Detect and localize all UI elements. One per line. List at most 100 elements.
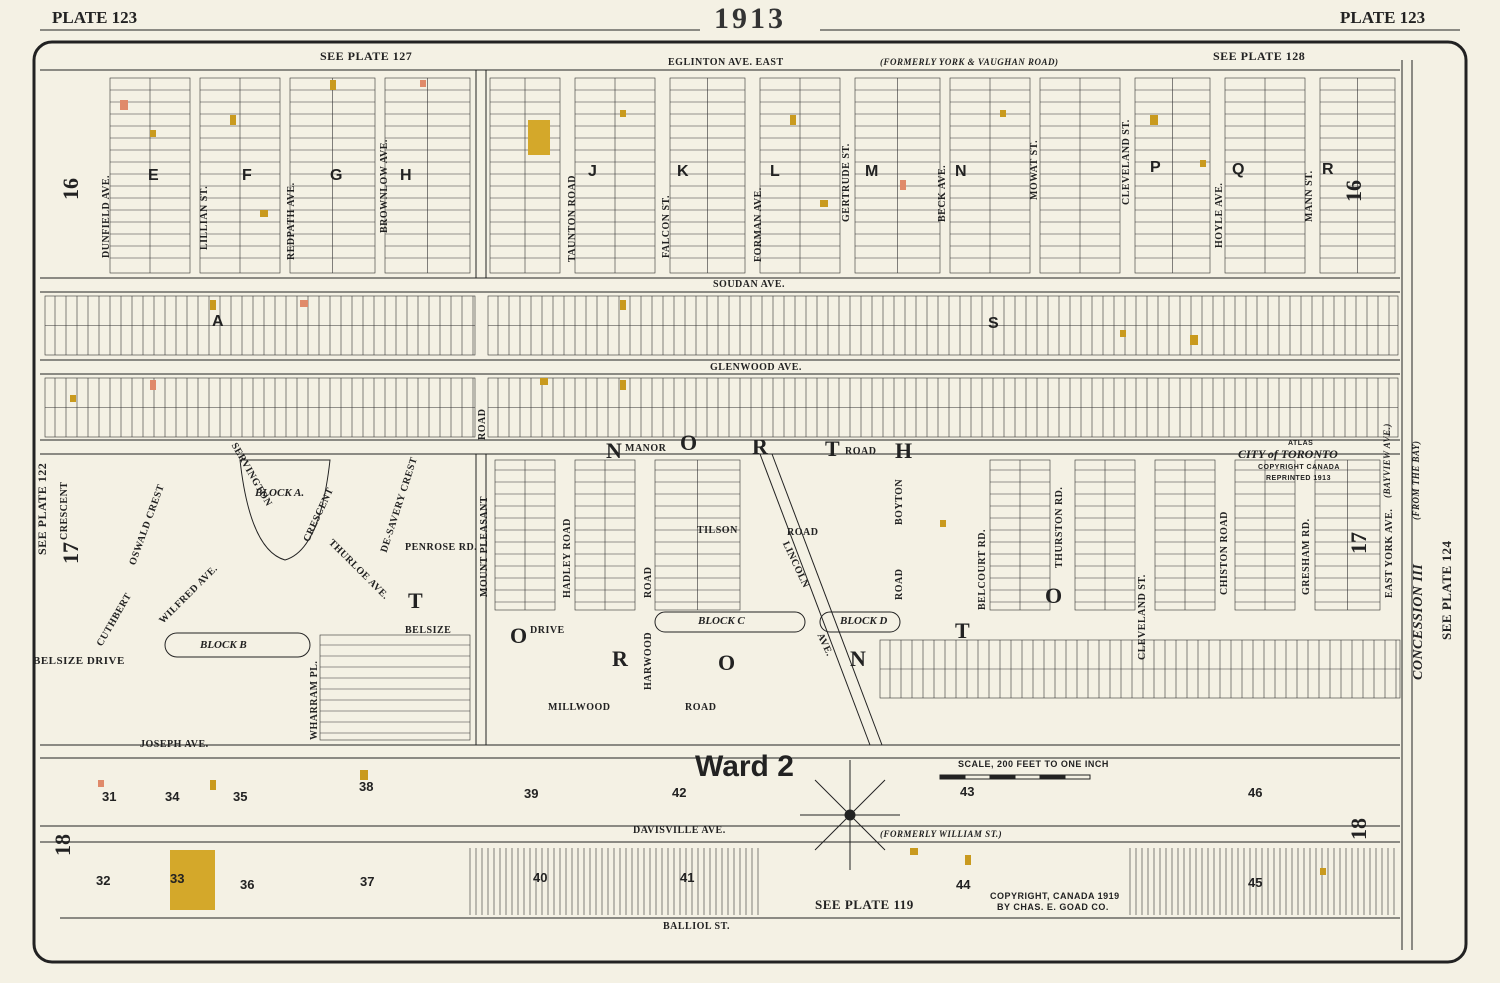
street-forman: FORMAN AVE. (753, 187, 764, 262)
street-boyton-road: ROAD (894, 568, 905, 600)
street-millwood-road: ROAD (685, 702, 717, 713)
corner-16-right: 16 (1341, 180, 1366, 202)
toronto-letter-r: R (612, 646, 630, 671)
street-hadley: HADLEY ROAD (562, 518, 573, 598)
see-plate-128[interactable]: SEE PLATE 128 (1213, 49, 1306, 63)
street-mowat: MOWAT ST. (1029, 139, 1040, 200)
north-letter-r: R (752, 434, 770, 459)
north-letter-t: T (825, 436, 842, 461)
block-number-37: 37 (360, 874, 375, 889)
toronto-letter-o2: O (718, 650, 738, 675)
block-number-36: 36 (240, 877, 255, 892)
street-tilson-road: ROAD (787, 527, 819, 538)
street-lillian: LILLIAN ST. (199, 185, 210, 250)
section-l: L (770, 163, 780, 180)
section-k: K (677, 163, 689, 180)
north-letter-n: N (606, 438, 624, 463)
street-cleveland-top: CLEVELAND ST. (1121, 119, 1132, 205)
map-border (32, 40, 1468, 964)
scale-bar (939, 774, 1091, 780)
block-number-46: 46 (1248, 785, 1263, 800)
block-a-label: BLOCK A. (255, 487, 305, 499)
street-belsize-drive: BELSIZE DRIVE (33, 655, 125, 667)
copyright-line-2: BY CHAS. E. GOAD CO. (997, 902, 1109, 912)
block-d-outline (819, 611, 901, 633)
street-balliol: BALLIOL ST. (663, 921, 731, 932)
street-tilson: TILSON (697, 525, 738, 536)
street-belsize: BELSIZE (405, 625, 452, 636)
street-falcon: FALCON ST. (661, 195, 672, 258)
block-b-outline (164, 632, 311, 658)
section-n: N (955, 163, 967, 180)
toronto-letter-t: T (408, 588, 425, 613)
street-manor-road: ROAD (845, 446, 877, 457)
corner-17-left: 17 (58, 542, 83, 564)
stamp-copyright: COPYRIGHT CANADA (1258, 464, 1340, 471)
stamp-city: CITY of TORONTO (1238, 447, 1338, 461)
street-manor: MANOR (625, 443, 667, 454)
block-d-label: BLOCK D (840, 615, 888, 627)
street-glenwood: GLENWOOD AVE. (710, 362, 802, 373)
block-number-33: 33 (170, 871, 185, 886)
year-title: 1913 (714, 2, 786, 35)
section-j: J (588, 163, 597, 180)
street-crescent-left: CRESCENT (59, 481, 70, 540)
street-harwood: HARWOOD (643, 631, 654, 690)
see-plate-124[interactable]: SEE PLATE 124 (1439, 540, 1454, 640)
see-plate-122[interactable]: SEE PLATE 122 (35, 462, 49, 555)
street-redpath: REDPATH AVE. (286, 182, 297, 260)
section-e: E (148, 167, 159, 184)
toronto-letter-o3: O (1045, 583, 1065, 608)
roads (40, 60, 1413, 950)
lot-grid (44, 77, 1401, 915)
section-q: Q (1232, 161, 1245, 178)
street-hoyle: HOYLE AVE. (1214, 182, 1225, 248)
compass-rose (800, 760, 900, 870)
plate-number-right: PLATE 123 (1340, 8, 1426, 27)
street-davisville: DAVISVILLE AVE. (633, 825, 726, 836)
stamp-atlas: ATLAS (1288, 440, 1314, 447)
block-a-outline (239, 459, 331, 561)
toronto-letter-o1: O (510, 623, 530, 648)
block-number-41: 41 (680, 870, 695, 885)
section-p: P (1150, 159, 1161, 176)
block-b-label: BLOCK B (200, 639, 247, 651)
street-beck: BECK AVE. (937, 164, 948, 222)
block-number-44: 44 (956, 877, 971, 892)
plate-number-left: PLATE 123 (52, 8, 138, 27)
see-plate-127[interactable]: SEE PLATE 127 (320, 49, 413, 63)
block-number-38: 38 (359, 779, 374, 794)
corner-18-left: 18 (50, 834, 75, 856)
street-gertrude: GERTRUDE ST. (841, 143, 852, 222)
street-millwood: MILLWOOD (548, 702, 611, 713)
street-belcourt: BELCOURT RD. (977, 528, 988, 610)
section-h: H (400, 167, 412, 184)
concession-label: CONCESSION III (1411, 563, 1426, 680)
street-joseph: JOSEPH AVE. (140, 739, 209, 750)
street-taunton: TAUNTON ROAD (567, 174, 578, 262)
block-number-32: 32 (96, 873, 111, 888)
copyright-line-1: COPYRIGHT, CANADA 1919 (990, 891, 1120, 901)
street-east-york-note: (BAYVIEW AVE.) (1382, 423, 1392, 498)
street-chiston: CHISTON ROAD (1219, 511, 1230, 595)
street-brownlow: BROWNLOW AVE. (379, 139, 390, 233)
street-dunfield: DUNFIELD AVE. (101, 175, 112, 258)
toronto-letter-t: T (955, 618, 972, 643)
buildings (70, 80, 1326, 910)
section-m: M (865, 163, 879, 180)
street-east-york: EAST YORK AVE. (1384, 508, 1395, 598)
section-r: R (1322, 161, 1334, 178)
street-eglinton: EGLINTON AVE. EAST (668, 57, 784, 68)
toronto-letter-n: N (850, 646, 868, 671)
block-c-label: BLOCK C (698, 615, 745, 627)
section-f: F (242, 167, 252, 184)
see-plate-119[interactable]: SEE PLATE 119 (815, 897, 914, 912)
street-cleveland-bottom: CLEVELAND ST. (1137, 574, 1148, 660)
street-penrose: PENROSE RD. (405, 542, 478, 553)
corner-18-right: 18 (1346, 818, 1371, 840)
street-davisville-note: (FORMERLY WILLIAM ST.) (880, 829, 1003, 839)
section-a: A (212, 313, 224, 330)
street-thurston: THURSTON RD. (1054, 486, 1065, 568)
street-mann: MANN ST. (1304, 170, 1315, 222)
